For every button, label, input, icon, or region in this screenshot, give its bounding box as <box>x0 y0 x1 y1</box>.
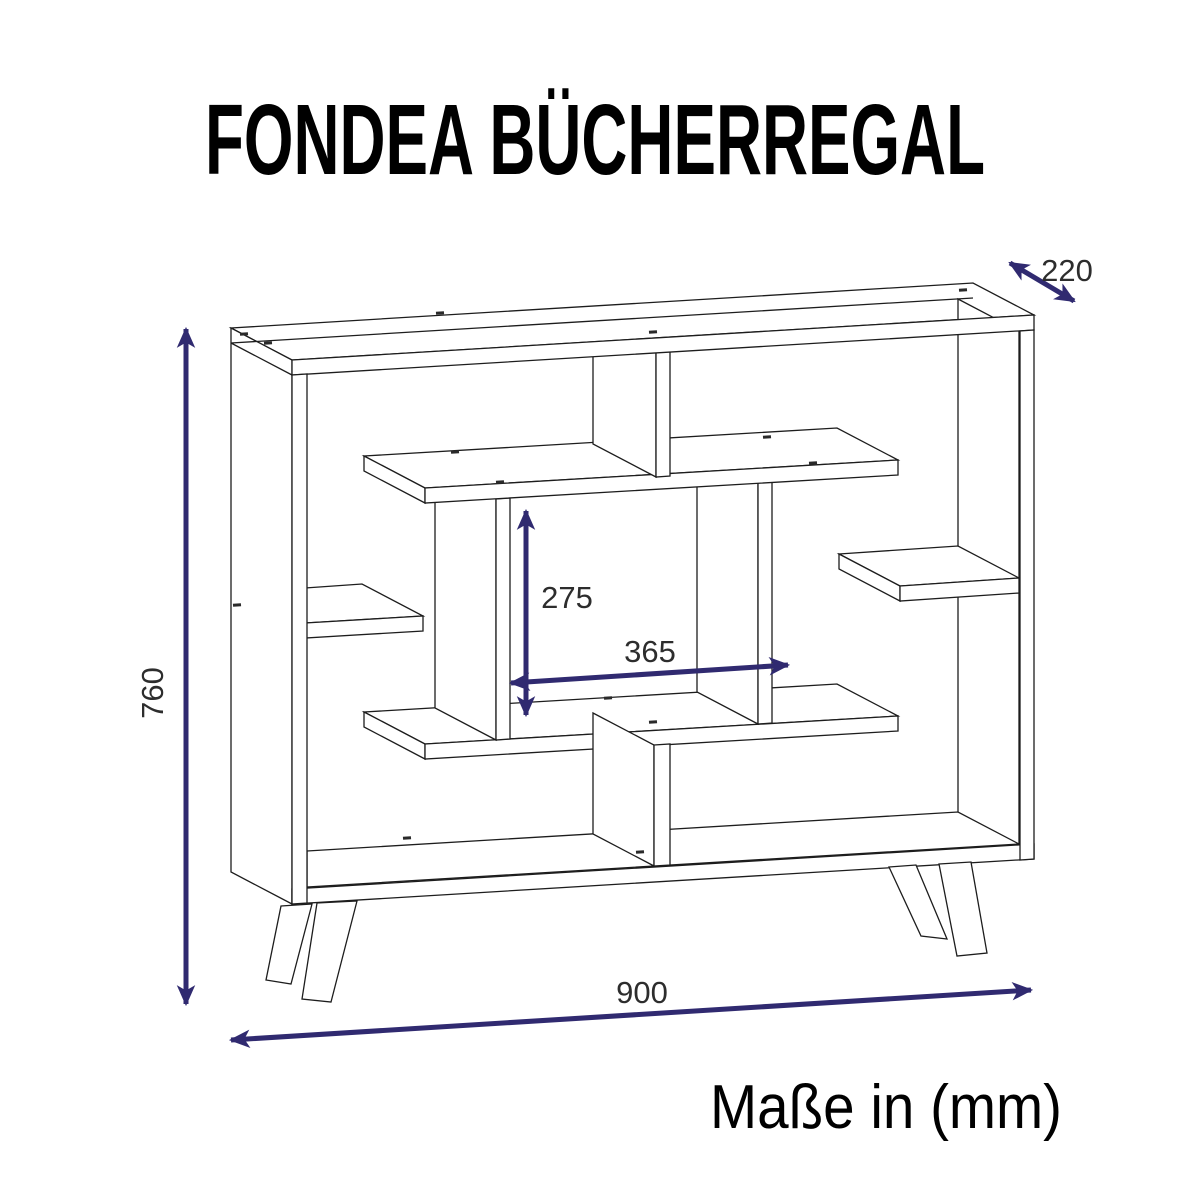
left-front-leg <box>301 900 358 1003</box>
bottom-section-divider <box>592 711 671 868</box>
left-panel-front-face <box>291 373 308 905</box>
inner-height-dimension-label: 275 <box>541 580 593 615</box>
screw-marks <box>232 288 968 854</box>
left-small-shelf <box>304 583 426 639</box>
page-title: FONDEA BÜCHERREGAL <box>205 84 985 196</box>
dimension-labels: 220 760 900 275 365 <box>135 253 1093 1010</box>
dimension-arrows <box>176 260 1076 1049</box>
top-panel-underside-edges <box>230 297 974 376</box>
height-dimension-label: 760 <box>135 667 170 719</box>
center-right-divider <box>696 449 773 726</box>
width-dimension-arrow <box>228 981 1034 1049</box>
inner-width-dimension-arrow <box>508 657 791 691</box>
units-note: Maße in (mm) <box>710 1073 1062 1142</box>
front-strips <box>291 314 1035 905</box>
bookshelf-drawing <box>228 282 1037 1003</box>
width-dimension-label: 900 <box>616 975 668 1010</box>
right-small-shelf <box>836 545 1022 603</box>
legs <box>265 861 988 1003</box>
right-back-leg <box>888 864 949 940</box>
right-panel-front-face <box>1019 329 1035 861</box>
inner-width-dimension-label: 365 <box>624 634 676 669</box>
left-back-leg <box>265 903 313 985</box>
depth-dimension-label: 220 <box>1041 253 1093 288</box>
depth-dimension-arrow <box>1008 260 1076 304</box>
center-left-divider <box>434 465 511 742</box>
right-front-leg <box>938 861 988 957</box>
left-panel-outer-face <box>230 326 293 906</box>
top-section-divider <box>592 349 671 479</box>
